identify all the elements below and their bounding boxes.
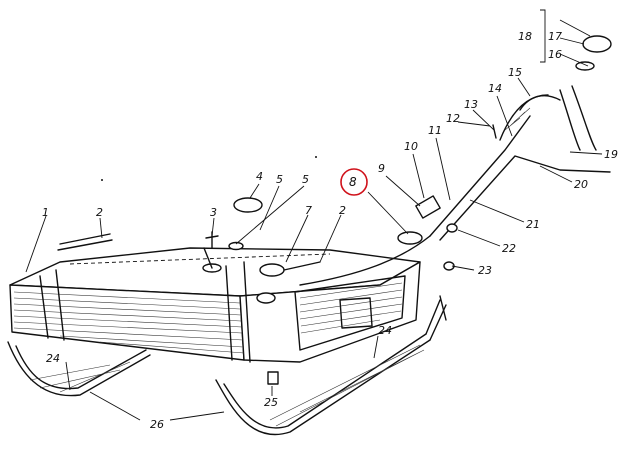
- leader-lines: [25, 9, 603, 421]
- callout-17: 17: [548, 30, 562, 43]
- callout-24: 24: [378, 324, 392, 337]
- callout-21: 21: [526, 218, 540, 231]
- callout-7: 7: [305, 204, 312, 217]
- callout-labels: 1 2 2 3 4 5 5 7 8 9 10 11 12 13 14 15 16…: [42, 30, 618, 431]
- callout-2: 2: [339, 204, 346, 217]
- callout-14: 14: [488, 82, 502, 95]
- dot: [315, 156, 317, 158]
- callout-19: 19: [604, 148, 618, 161]
- tank-straps: [7, 295, 447, 435]
- callout-5: 5: [276, 173, 283, 186]
- callout-2: 2: [96, 206, 103, 219]
- callout-20: 20: [574, 178, 588, 191]
- callout-9: 9: [378, 162, 385, 175]
- callout-22: 22: [502, 242, 516, 255]
- callout-23: 23: [478, 264, 492, 277]
- callout-10: 10: [404, 140, 418, 153]
- dot: [101, 179, 103, 181]
- callout-15: 15: [508, 66, 522, 79]
- callout-8: 8: [349, 175, 357, 189]
- callout-13: 13: [464, 98, 478, 111]
- callout-25: 25: [264, 396, 278, 409]
- filler-pipe: [299, 35, 612, 286]
- callout-5: 5: [302, 173, 309, 186]
- callout-24: 24: [46, 352, 60, 365]
- callout-3: 3: [210, 206, 217, 219]
- highlight-circle: [340, 168, 368, 196]
- small-parts: [57, 197, 321, 385]
- callout-1: 1: [42, 206, 49, 219]
- callout-16: 16: [548, 48, 562, 61]
- callout-26: 26: [150, 418, 164, 431]
- callout-11: 11: [428, 124, 442, 137]
- fuel-tank: [9, 247, 421, 363]
- callout-12: 12: [446, 112, 460, 125]
- callout-18: 18: [518, 30, 532, 43]
- callout-4: 4: [256, 170, 263, 183]
